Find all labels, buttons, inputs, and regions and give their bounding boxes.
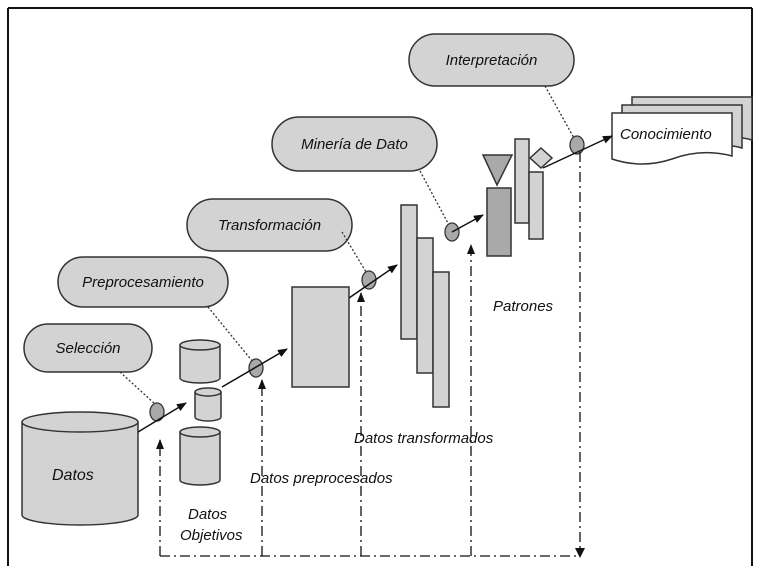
conocimiento-documents xyxy=(611,96,753,165)
label-datos-transformados: Datos transformados xyxy=(354,430,494,447)
datos-objetivos-cylinders xyxy=(179,339,222,486)
datos-cylinder xyxy=(21,411,139,526)
label-patrones: Patrones xyxy=(493,298,554,315)
label-datos-objetivos-2: Objetivos xyxy=(180,527,243,544)
process-markers xyxy=(149,135,585,422)
step-interpretacion: Interpretación xyxy=(445,51,538,69)
step-mineria: Minería de Dato xyxy=(301,135,408,153)
step-pills xyxy=(23,33,575,373)
datos-transformados-blocks xyxy=(400,204,450,408)
step-seleccion: Selección xyxy=(55,339,121,357)
dotted-connectors xyxy=(119,85,575,405)
label-datos-preprocesados: Datos preprocesados xyxy=(250,470,393,487)
step-transformacion: Transformación xyxy=(217,216,322,234)
feedback-end-arrow xyxy=(575,548,585,558)
feedback-lines xyxy=(156,152,581,557)
label-conocimiento: Conocimiento xyxy=(620,126,712,143)
label-datos-objetivos-1: Datos xyxy=(188,506,228,523)
datos-preprocesados-block xyxy=(291,286,350,388)
step-preprocesamiento: Preprocesamiento xyxy=(82,273,204,291)
patrones-shapes xyxy=(481,138,554,257)
label-datos: Datos xyxy=(52,467,94,484)
